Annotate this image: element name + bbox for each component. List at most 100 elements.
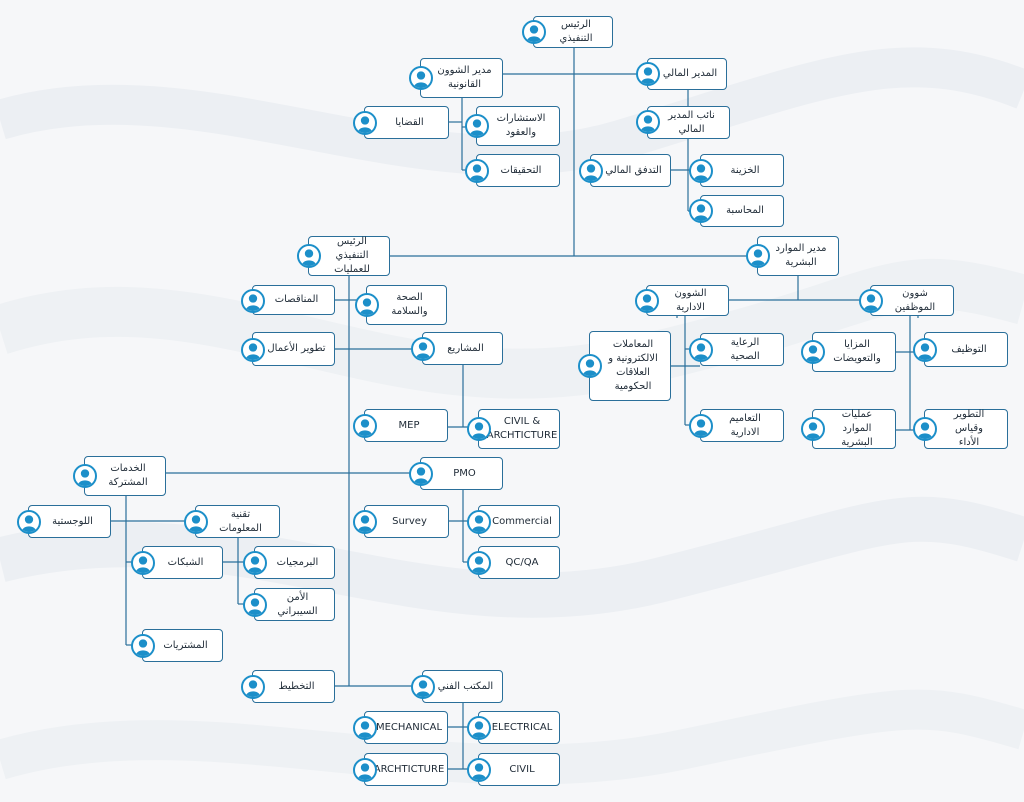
node-admin-affairs[interactable]: الشوون الادارية — [635, 285, 729, 316]
person-avatar-icon — [73, 464, 97, 488]
node-tenders[interactable]: المناقصات — [241, 285, 335, 315]
person-avatar-icon — [411, 675, 435, 699]
node-label: المشتريات — [163, 639, 208, 651]
node-mep[interactable]: MEP — [353, 409, 448, 442]
person-avatar-icon — [353, 716, 377, 740]
node-treasury[interactable]: الخزينة — [689, 154, 784, 187]
node-label: المناقصات — [274, 294, 319, 305]
node-cfo[interactable]: المدير المالي — [636, 58, 727, 90]
node-label: CIVIL & ARCHTICTURE — [486, 416, 558, 441]
node-label: ARCHTICTURE — [373, 763, 445, 775]
node-mechanical[interactable]: MECHANICAL — [353, 711, 448, 744]
node-label: البرمجيات — [276, 556, 319, 568]
node-label: القضايا — [395, 116, 424, 128]
node-networks[interactable]: الشبكات — [131, 546, 223, 579]
person-avatar-icon — [522, 20, 546, 44]
person-avatar-icon — [243, 593, 267, 617]
node-label: مدير الموارد البشرية — [775, 243, 827, 268]
node-qcqa[interactable]: QC/QA — [467, 546, 560, 579]
node-label: التدفق المالي — [605, 164, 662, 176]
node-civil-architecture[interactable]: CIVIL & ARCHTICTURE — [467, 409, 560, 449]
node-label: اللوجستية — [52, 515, 93, 527]
node-employee-affairs[interactable]: شوون الموظفين — [859, 285, 954, 316]
person-avatar-icon — [689, 159, 713, 183]
person-avatar-icon — [355, 293, 379, 317]
node-procurement[interactable]: المشتريات — [131, 629, 223, 662]
node-hse[interactable]: الصحة والسلامة — [355, 285, 447, 325]
node-investigations[interactable]: التحقيقات — [465, 154, 560, 187]
node-healthcare[interactable]: الرعاية الصحية — [689, 333, 784, 366]
person-avatar-icon — [467, 551, 491, 575]
node-label: التعاميم الادارية — [729, 412, 761, 438]
person-avatar-icon — [297, 244, 321, 268]
node-bizdev[interactable]: تطوير الأعمال — [241, 332, 335, 366]
node-logistics[interactable]: اللوجستية — [17, 505, 111, 538]
node-planning[interactable]: التخطيط — [241, 670, 335, 703]
node-label: الأمن السيبراني — [277, 591, 318, 617]
node-label: عمليات الموارد البشرية — [841, 409, 873, 448]
person-avatar-icon — [801, 417, 825, 441]
person-avatar-icon — [411, 337, 435, 361]
node-label: التحقيقات — [500, 164, 542, 176]
node-ceo[interactable]: الرئيس التنفيذي — [522, 16, 613, 48]
node-cashflow[interactable]: التدفق المالي — [579, 154, 671, 187]
person-avatar-icon — [746, 244, 770, 268]
person-avatar-icon — [579, 159, 603, 183]
node-electronic-transactions[interactable]: المعاملات الالكترونية و العلاقات الحكومي… — [578, 331, 671, 401]
node-label: QC/QA — [505, 556, 539, 568]
node-circulars[interactable]: التعاميم الادارية — [689, 409, 784, 442]
person-avatar-icon — [353, 414, 377, 438]
node-survey[interactable]: Survey — [353, 505, 449, 538]
node-label: المشاريع — [447, 342, 484, 354]
node-label: المزايا والتعويضات — [833, 339, 881, 364]
node-hiring[interactable]: التوظيف — [913, 332, 1008, 367]
person-avatar-icon — [467, 716, 491, 740]
node-shared-services[interactable]: الخدمات المشتركة — [73, 456, 166, 496]
node-label: نائب المدير المالي — [668, 109, 715, 135]
person-avatar-icon — [243, 551, 267, 575]
node-label: الرعاية الصحية — [730, 336, 760, 362]
person-avatar-icon — [859, 289, 883, 313]
node-label: تقنية المعلومات — [219, 508, 262, 534]
node-hr-operations[interactable]: عمليات الموارد البشرية — [801, 409, 896, 449]
person-avatar-icon — [636, 62, 660, 86]
person-avatar-icon — [689, 199, 713, 223]
node-label: Survey — [392, 515, 427, 527]
person-avatar-icon — [689, 414, 713, 438]
node-projects[interactable]: المشاريع — [411, 332, 503, 365]
node-electrical[interactable]: ELECTRICAL — [467, 711, 560, 744]
node-consulting[interactable]: الاستشارات والعقود — [465, 106, 560, 146]
node-legal[interactable]: مدير الشوون القانونية — [409, 58, 503, 98]
node-cases[interactable]: القضايا — [353, 106, 449, 139]
node-archticture[interactable]: ARCHTICTURE — [353, 753, 448, 786]
person-avatar-icon — [689, 338, 713, 362]
node-label: المكتب الفني — [437, 680, 494, 692]
node-deputy-cfo[interactable]: نائب المدير المالي — [636, 106, 730, 139]
person-avatar-icon — [409, 462, 433, 486]
node-commercial[interactable]: Commercial — [467, 505, 560, 538]
person-avatar-icon — [131, 634, 155, 658]
person-avatar-icon — [131, 551, 155, 575]
node-accounting[interactable]: المحاسبة — [689, 195, 784, 227]
node-label: الاستشارات والعقود — [496, 113, 546, 138]
node-pmo[interactable]: PMO — [409, 457, 503, 490]
node-technical-office[interactable]: المكتب الفني — [411, 670, 503, 703]
node-hr-director[interactable]: مدير الموارد البشرية — [746, 236, 839, 276]
node-label: CIVIL — [509, 763, 535, 775]
node-cybersecurity[interactable]: الأمن السيبراني — [243, 588, 335, 621]
node-label: MEP — [398, 419, 420, 431]
person-avatar-icon — [409, 66, 433, 90]
person-avatar-icon — [913, 338, 937, 362]
node-coo[interactable]: الرئيس التنفيذي للعمليات — [297, 236, 390, 276]
node-label: المحاسبة — [726, 205, 764, 216]
person-avatar-icon — [467, 758, 491, 782]
person-avatar-icon — [353, 111, 377, 135]
person-avatar-icon — [465, 114, 489, 138]
node-it[interactable]: تقنية المعلومات — [184, 505, 280, 538]
node-label: الرئيس التنفيذي للعمليات — [334, 236, 370, 275]
node-benefits[interactable]: المزايا والتعويضات — [801, 332, 896, 372]
node-civil[interactable]: CIVIL — [467, 753, 560, 786]
person-avatar-icon — [353, 510, 377, 534]
node-performance[interactable]: التطوير وقياس الأداء — [913, 409, 1008, 449]
node-programming[interactable]: البرمجيات — [243, 546, 335, 579]
